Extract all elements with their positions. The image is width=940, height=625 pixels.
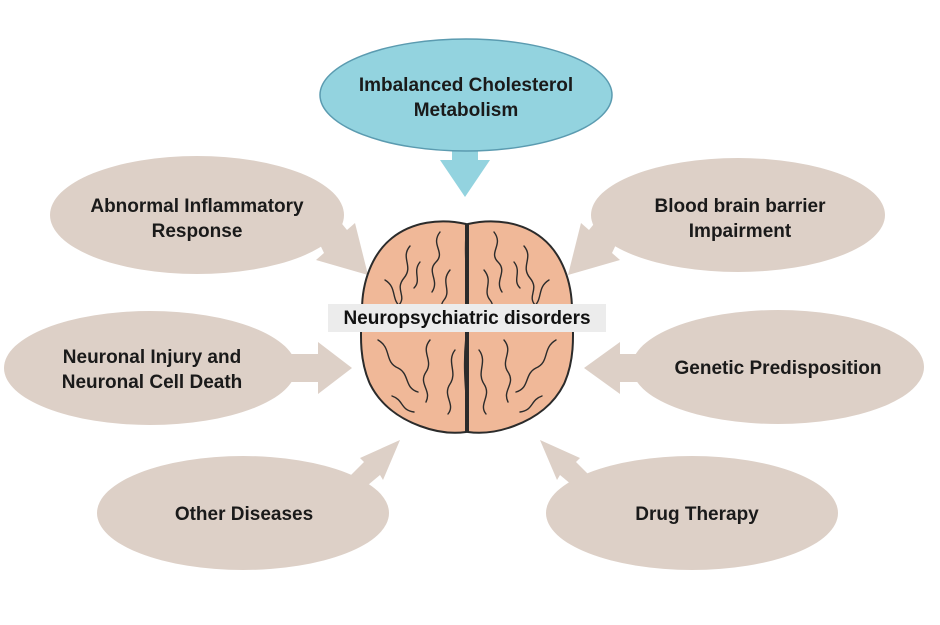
factor-inflammatory xyxy=(50,156,344,274)
factor-inflammatory-line2: Response xyxy=(152,221,243,242)
arrow-genetic xyxy=(584,342,650,394)
factor-genetic xyxy=(632,310,924,424)
factor-inflammatory-line1: Abnormal Inflammatory xyxy=(90,196,304,217)
factor-other xyxy=(97,456,389,570)
factor-drug xyxy=(546,456,838,570)
factor-bbb-line2: Impairment xyxy=(689,221,792,242)
factor-neuronal-line1: Neuronal Injury and xyxy=(63,347,241,368)
factor-cholesterol-line1: Imbalanced Cholesterol xyxy=(359,75,573,96)
factor-bbb-line1: Blood brain barrier xyxy=(654,196,826,217)
factor-bbb xyxy=(591,158,885,272)
factor-other-line1: Other Diseases xyxy=(175,504,313,525)
factor-neuronal xyxy=(4,311,296,425)
factor-cholesterol-line2: Metabolism xyxy=(414,100,519,121)
factor-cholesterol xyxy=(319,38,613,152)
arrow-neuronal xyxy=(290,342,352,394)
arrow-cholesterol xyxy=(440,140,490,197)
arrow-other xyxy=(348,440,400,490)
center-label-bg xyxy=(328,304,606,332)
factor-drug-line1: Drug Therapy xyxy=(635,504,759,525)
factor-neuronal-line2: Neuronal Cell Death xyxy=(62,372,243,393)
center-label: Neuropsychiatric disorders xyxy=(343,308,590,329)
factor-genetic-line1: Genetic Predisposition xyxy=(675,358,882,379)
